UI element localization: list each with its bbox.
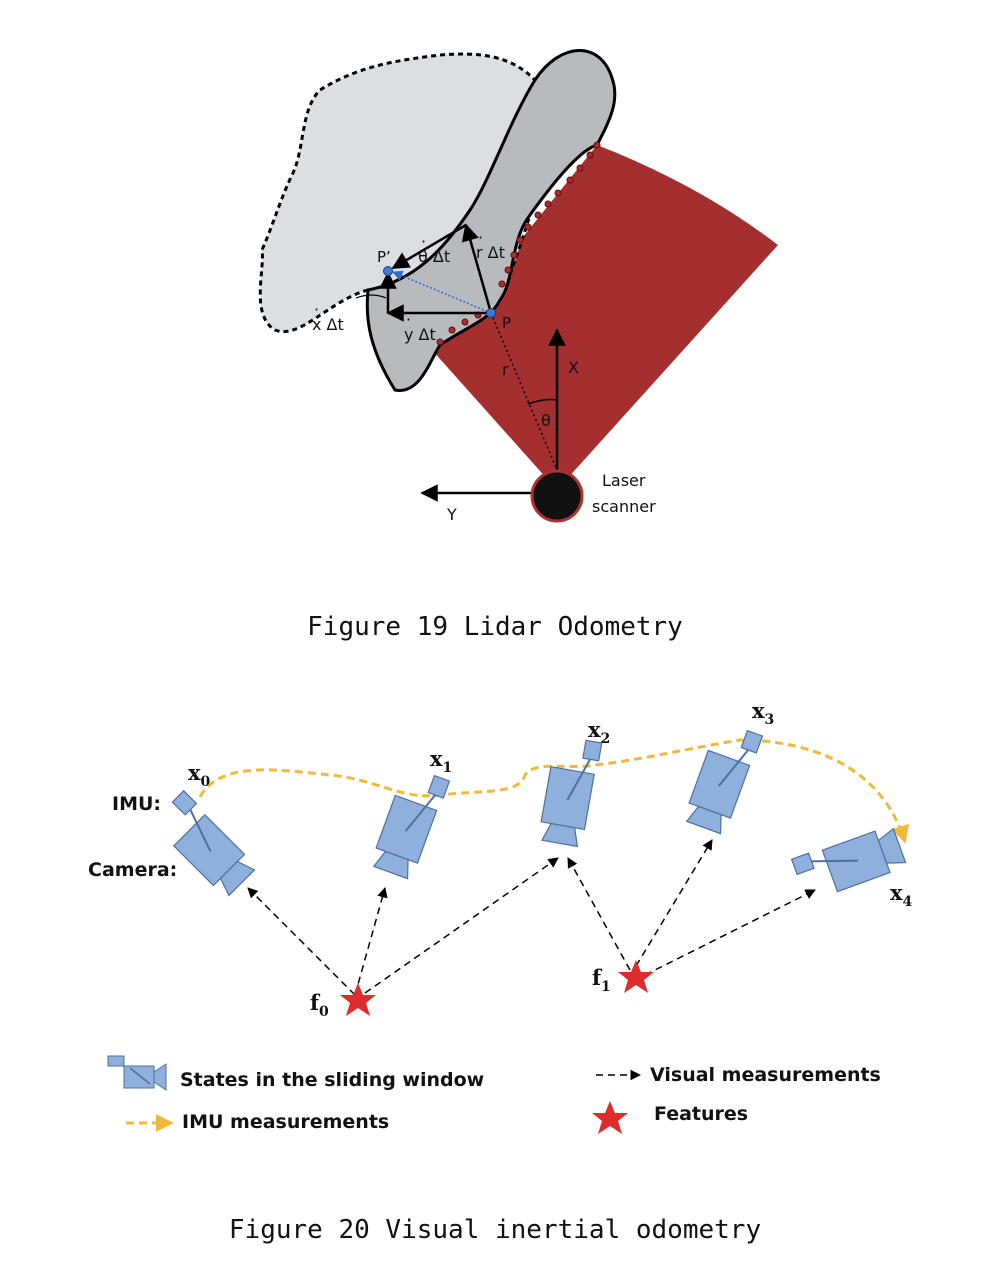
- laser-scanner: [530, 469, 584, 523]
- label-p-prime: P’: [377, 248, 391, 266]
- label-p: P: [502, 314, 511, 332]
- feature-f1: [618, 960, 654, 993]
- x-dt-dot: ·: [314, 300, 319, 319]
- label-camera: Camera:: [88, 859, 177, 881]
- object-old-position: [365, 49, 617, 392]
- feature-f0: [340, 983, 376, 1016]
- camera-x3: [681, 719, 764, 837]
- label-axis-x: X: [568, 358, 579, 377]
- label-x4: x4: [890, 880, 913, 910]
- label-f1: f1: [592, 965, 611, 995]
- x-dt-arc: [355, 294, 387, 299]
- r-dt-arrow: [461, 223, 493, 314]
- legend-states: States in the sliding window: [180, 1069, 484, 1091]
- label-f0: f0: [310, 990, 329, 1020]
- label-imu: IMU:: [112, 793, 161, 815]
- camera-x0: [150, 789, 260, 900]
- lidar-odometry-diagram: P’ P θ Δt · r Δt · x Δt · y Δt · r θ X Y…: [258, 49, 778, 524]
- figure-19-caption: Figure 19 Lidar Odometry: [307, 612, 683, 642]
- imu-path: [198, 738, 909, 844]
- point-p-prime: [383, 266, 393, 276]
- scan-points: [436, 141, 601, 346]
- label-theta-dt: θ Δt: [418, 247, 450, 266]
- lidar-odometry-figure: P’ P θ Δt · r Δt · x Δt · y Δt · r θ X Y…: [0, 0, 990, 560]
- visual-measurements: [247, 839, 816, 996]
- label-r-dt: r Δt: [476, 243, 505, 262]
- label-theta: θ: [541, 411, 551, 430]
- scan-sector: [432, 145, 778, 490]
- theta-arc: [527, 398, 558, 405]
- label-x-dt: x Δt: [312, 315, 344, 334]
- point-p: [486, 308, 496, 318]
- vio-diagram: IMU: Camera: x0 x1 x2 x3 x4 f0 f1 States…: [88, 698, 913, 1134]
- figure-20-caption: Figure 20 Visual inertial odometry: [228, 1215, 762, 1245]
- motion-vector: [392, 270, 492, 314]
- legend-star-icon: [592, 1101, 628, 1134]
- label-x2: x2: [588, 717, 610, 747]
- r-dt-dot: ·: [478, 228, 483, 247]
- y-dt-dot: ·: [406, 310, 411, 329]
- label-x1: x1: [430, 746, 452, 776]
- legend: States in the sliding window IMU measure…: [107, 1055, 881, 1134]
- camera-x2: [537, 734, 603, 849]
- label-r: r: [502, 360, 509, 379]
- visual-inertial-odometry-figure: IMU: Camera: x0 x1 x2 x3 x4 f0 f1 States…: [0, 680, 990, 1150]
- legend-camera-icon: [107, 1055, 167, 1091]
- theta-dt-arrow: [391, 223, 467, 270]
- label-x0: x0: [188, 760, 211, 790]
- legend-visual: Visual measurements: [650, 1064, 881, 1086]
- camera-x1: [368, 764, 451, 882]
- range-line: [490, 312, 558, 471]
- label-axis-y: Y: [446, 505, 457, 524]
- legend-imu: IMU measurements: [182, 1111, 389, 1133]
- legend-features: Features: [654, 1103, 748, 1125]
- label-x3: x3: [752, 698, 774, 728]
- label-scanner-2: scanner: [592, 497, 656, 516]
- label-scanner-1: Laser: [602, 471, 646, 490]
- theta-dt-dot: ·: [421, 232, 426, 251]
- label-y-dt: y Δt: [404, 325, 436, 344]
